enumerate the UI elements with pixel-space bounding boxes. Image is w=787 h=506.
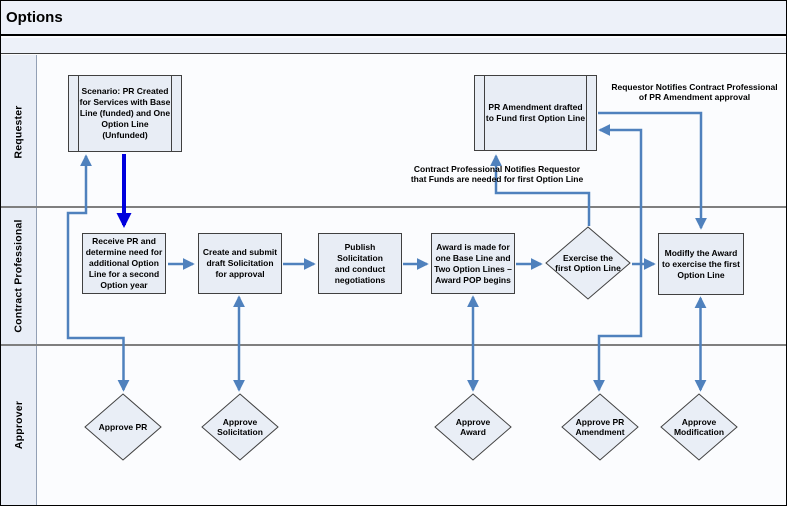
node-pr-amendment: PR Amendment drafted to Fund first Optio…: [474, 75, 597, 151]
diamond-exercise-option: [545, 226, 631, 300]
node-create-solicitation: Create and submit draft Solicitation for…: [198, 233, 282, 294]
title-bar: Options: [1, 1, 786, 36]
diamond-approve-pr-amendment: [561, 393, 639, 461]
page-title: Options: [6, 9, 63, 26]
subtitle-band: [1, 38, 786, 54]
diamond-approve-modification: [660, 393, 738, 461]
node-publish-solicitation: Publish Solicitation and conduct negotia…: [318, 233, 402, 294]
lane-label-column: [1, 55, 37, 505]
connector-pr-amendment-approve-amendment: [593, 124, 643, 392]
diamond-approve-solicitation: [201, 393, 279, 461]
connector-pr-amendment-to-modify: [598, 111, 707, 230]
diamond-approve-award: [434, 393, 512, 461]
lane-separator-1: [1, 206, 786, 208]
connector-scenario-approve-pr: [66, 154, 130, 392]
diamond-approve-pr: [84, 393, 162, 461]
node-award: Award is made for one Base Line and Two …: [431, 233, 515, 294]
node-scenario: Scenario: PR Created for Services with B…: [68, 75, 182, 152]
annotation-requestor-notifies: Requestor Notifies Contract Professional…: [611, 82, 778, 102]
annotation-cp-notifies: Contract Professional Notifies Requestor…: [410, 164, 584, 184]
node-receive-pr: Receive PR and determine need for additi…: [82, 233, 166, 294]
node-modify-award: Modifly the Award to exercise the first …: [658, 233, 744, 295]
lane-separator-2: [1, 344, 786, 346]
connector-exercise-to-pr-amendment: [490, 154, 591, 226]
